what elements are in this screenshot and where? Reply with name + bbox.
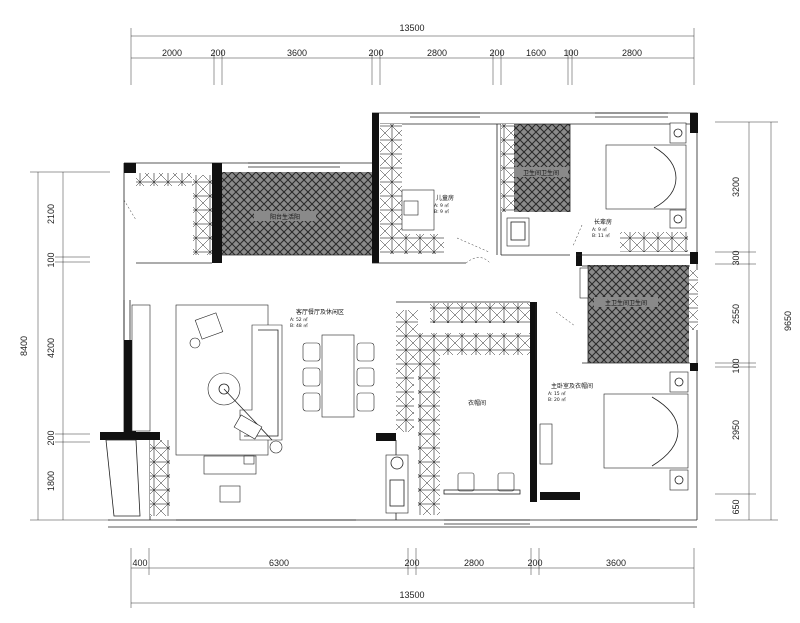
cabinets <box>136 124 698 516</box>
desk-chair <box>219 485 241 503</box>
living-label: 客厅餐厅及休闲区 <box>296 308 344 316</box>
elder-room-wardrobe <box>620 232 688 252</box>
top-seg-9: 2800 <box>622 48 642 58</box>
dining-table <box>321 334 355 418</box>
right-seg-5: 2950 <box>731 420 741 440</box>
top-seg-4: 200 <box>368 48 383 58</box>
top-total-dimension: 13500 <box>399 23 424 33</box>
top-left-cabinet <box>136 173 192 186</box>
closet-l-top <box>418 333 530 355</box>
elder-room-side-cabinet <box>501 124 514 212</box>
cloakroom-label: 衣帽间 <box>468 399 486 407</box>
top-seg-3: 3600 <box>287 48 307 58</box>
master-spec-a: A: 15 ㎡ <box>548 390 566 397</box>
child-chair <box>403 200 419 216</box>
closet-stool-1 <box>457 472 475 492</box>
top-seg-8: 100 <box>563 48 578 58</box>
bottom-segment-labels: 400 6300 200 2800 200 3600 <box>132 558 626 568</box>
furniture <box>105 122 689 517</box>
elder-bed <box>605 144 687 210</box>
master-bath-side-cabinet <box>689 270 698 330</box>
closet-top-row <box>430 303 530 323</box>
living-spec-b: B: 48 ㎡ <box>290 322 308 329</box>
left-dimension-lines <box>30 171 110 521</box>
master-bath-label: 主卫生间卫生间 <box>605 299 647 307</box>
left-column-cabinet <box>193 175 212 255</box>
armchair <box>194 312 224 340</box>
top-seg-6: 200 <box>489 48 504 58</box>
tv-stand-item <box>243 455 255 465</box>
left-seg-5: 1800 <box>46 471 56 491</box>
child-room-spec-b: B: 9 ㎡ <box>434 208 449 215</box>
bottom-seg-4: 2800 <box>464 558 484 568</box>
child-room-wardrobe <box>380 124 402 234</box>
side-table <box>189 337 201 349</box>
left-total-dimension: 8400 <box>19 336 29 356</box>
master-bath-floor <box>588 265 689 363</box>
right-seg-3: 2550 <box>731 304 741 324</box>
dining-chair-6 <box>356 392 375 412</box>
right-seg-4: 100 <box>731 358 741 373</box>
floor-lamp <box>269 440 283 454</box>
bottom-dimension-lines <box>130 548 695 608</box>
guest-bath-label: 卫生间卫生间 <box>523 169 559 177</box>
dining-chair-3 <box>302 392 321 412</box>
dining-chair-5 <box>356 367 375 387</box>
elder-room-spec-b: B: 11 ㎡ <box>592 232 610 239</box>
closet-l-side <box>418 355 440 515</box>
balcony-label: 阳台生活阳 <box>270 213 300 221</box>
top-seg-2: 200 <box>210 48 225 58</box>
bottom-seg-2: 6300 <box>269 558 289 568</box>
bottom-seg-1: 400 <box>132 558 147 568</box>
top-seg-7: 1600 <box>526 48 546 58</box>
right-seg-2: 300 <box>731 250 741 265</box>
right-seg-6: 650 <box>731 499 741 514</box>
left-seg-2: 100 <box>46 252 56 267</box>
bottom-seg-5: 200 <box>527 558 542 568</box>
left-seg-3: 4200 <box>46 338 56 358</box>
top-seg-1: 2000 <box>162 48 182 58</box>
lounge-chair <box>233 414 263 440</box>
dining-chair-4 <box>356 342 375 362</box>
right-total-dimension: 9650 <box>783 311 793 331</box>
top-dimension-lines <box>130 28 695 85</box>
guest-basin <box>506 217 530 247</box>
closet-stool-2 <box>497 472 515 492</box>
master-room-label: 主卧室及衣帽间 <box>551 382 593 390</box>
washer <box>385 454 409 514</box>
master-bed <box>603 393 689 469</box>
left-seg-4: 200 <box>46 430 56 445</box>
l-sofa <box>239 324 283 441</box>
tv-console <box>203 455 257 475</box>
dining-chair-2 <box>302 367 321 387</box>
left-segment-labels: 2100 100 4200 200 1800 <box>46 204 56 491</box>
right-segment-labels: 3200 300 2550 100 2950 650 <box>731 177 741 515</box>
room-labels: 阳台生活阳 儿童房 A: 9 ㎡ B: 9 ㎡ 卫生间卫生间 长辈房 A: 9 … <box>254 167 658 407</box>
closet-mid-column <box>396 370 414 432</box>
elder-room-label: 长辈房 <box>594 218 612 226</box>
child-room-spec-a: A: 9 ㎡ <box>434 202 449 209</box>
right-seg-1: 3200 <box>731 177 741 197</box>
elder-room-spec-a: A: 9 ㎡ <box>592 226 607 233</box>
right-dimension-lines <box>715 121 778 521</box>
top-seg-5: 2800 <box>427 48 447 58</box>
child-room-bottom-cabinet <box>380 234 444 254</box>
left-seg-1: 2100 <box>46 204 56 224</box>
top-segment-labels: 2000 200 3600 200 2800 200 1600 100 2800 <box>162 48 642 58</box>
entry-cabinet <box>150 440 170 516</box>
bottom-seg-3: 200 <box>404 558 419 568</box>
master-spec-b: B: 20 ㎡ <box>548 396 566 403</box>
bottom-total-dimension: 13500 <box>399 590 424 600</box>
dining-chair-1 <box>302 342 321 362</box>
closet-left-column <box>396 310 418 370</box>
bottom-seg-6: 3600 <box>606 558 626 568</box>
living-spec-a: A: 52 ㎡ <box>290 316 308 323</box>
child-room-label: 儿童房 <box>436 194 454 202</box>
